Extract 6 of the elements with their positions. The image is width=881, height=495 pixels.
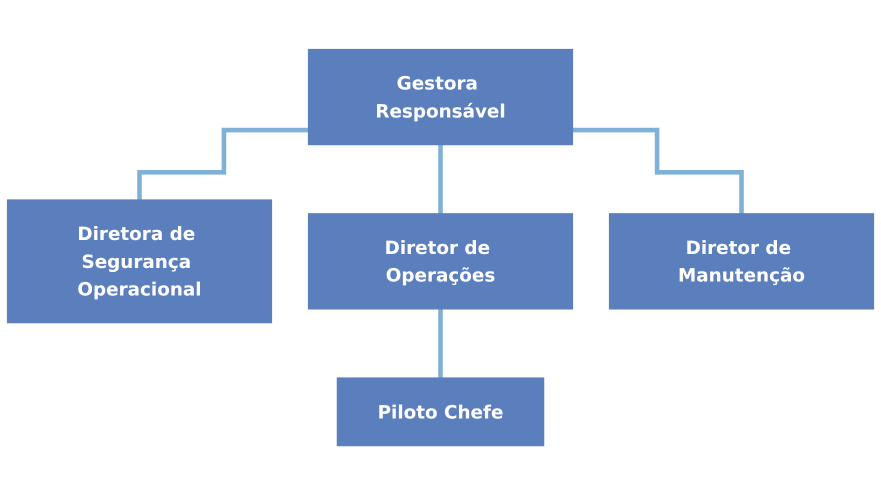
node-box: Diretor de Manutenção: [608, 213, 874, 310]
node-box: Gestora Responsável: [308, 48, 574, 146]
connector: [572, 128, 744, 216]
node-box: Diretora de Segurança Operacional: [6, 199, 272, 324]
node-box: Diretor de Operações: [308, 213, 574, 310]
node-box: Piloto Chefe: [336, 377, 544, 446]
